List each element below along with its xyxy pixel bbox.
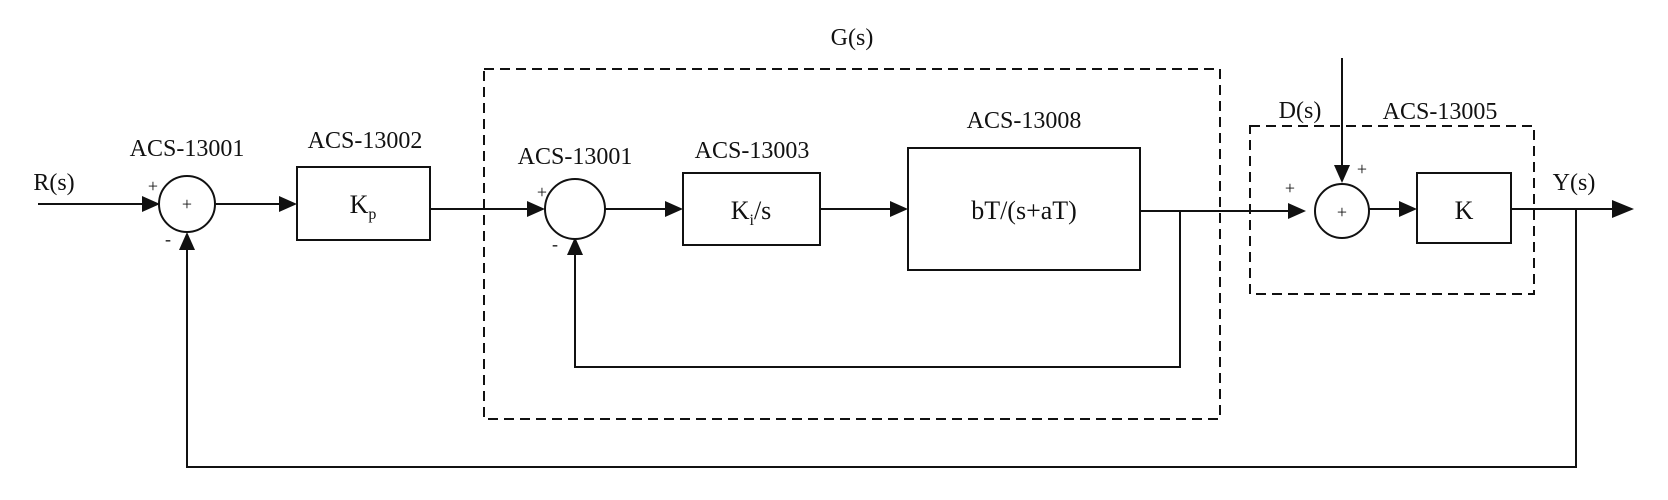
sum-inner-part-label: ACS-13001 [518,144,633,170]
kp-label: Kp [350,190,377,223]
outer-minus-sign: - [165,229,171,249]
kp-input-arrowhead [279,196,297,212]
dist-left-sign: + [1285,178,1295,198]
plant-transfer-label: bT/(s+aT) [971,196,1077,225]
plant-block [907,147,1141,271]
disturbance-group-part-label: ACS-13005 [1383,99,1498,125]
inner-feedback-arrowhead [567,237,583,255]
inner-feedback-line [574,211,1181,368]
integrator-block [682,172,821,246]
ki-input-arrowhead [665,201,683,217]
sum-junction-inner [544,178,606,240]
outer-feedback-arrowhead [179,232,195,250]
sum-dist-input-arrowhead [1288,203,1306,219]
input-arrowhead [142,196,160,212]
inner-minus-sign: - [552,234,558,254]
outer-center-sign: + [182,194,192,214]
outer-plus-sign: + [148,176,158,196]
dist-top-sign: + [1357,159,1367,179]
dist-center-sign: + [1337,202,1347,222]
output-signal-label: Y(s) [1553,170,1596,196]
integrator-part-label: ACS-13003 [695,138,810,164]
k-input-arrowhead [1399,201,1417,217]
outer-feedback-line [186,209,1577,468]
gain-kp-part-label: ACS-13002 [308,128,423,154]
output-arrowhead [1612,200,1634,218]
sum-junction-disturbance [1314,183,1370,239]
disturbance-signal-label: D(s) [1279,98,1322,124]
plant-group-box [483,68,1221,420]
sum-junction-outer [158,175,216,233]
gain-kp-block [296,166,431,241]
output-gain-label: K [1455,196,1474,225]
sum-inner-input-arrowhead [527,201,545,217]
sum-outer-part-label: ACS-13001 [130,136,245,162]
ki-label: Ki/s [731,196,772,229]
disturbance-arrowhead [1334,165,1350,183]
input-signal-label: R(s) [33,170,74,196]
plant-input-arrowhead [890,201,908,217]
plant-group-label: G(s) [831,25,874,51]
plant-part-label: ACS-13008 [967,108,1082,134]
output-gain-block [1416,172,1512,244]
inner-plus-sign: + [537,182,547,202]
